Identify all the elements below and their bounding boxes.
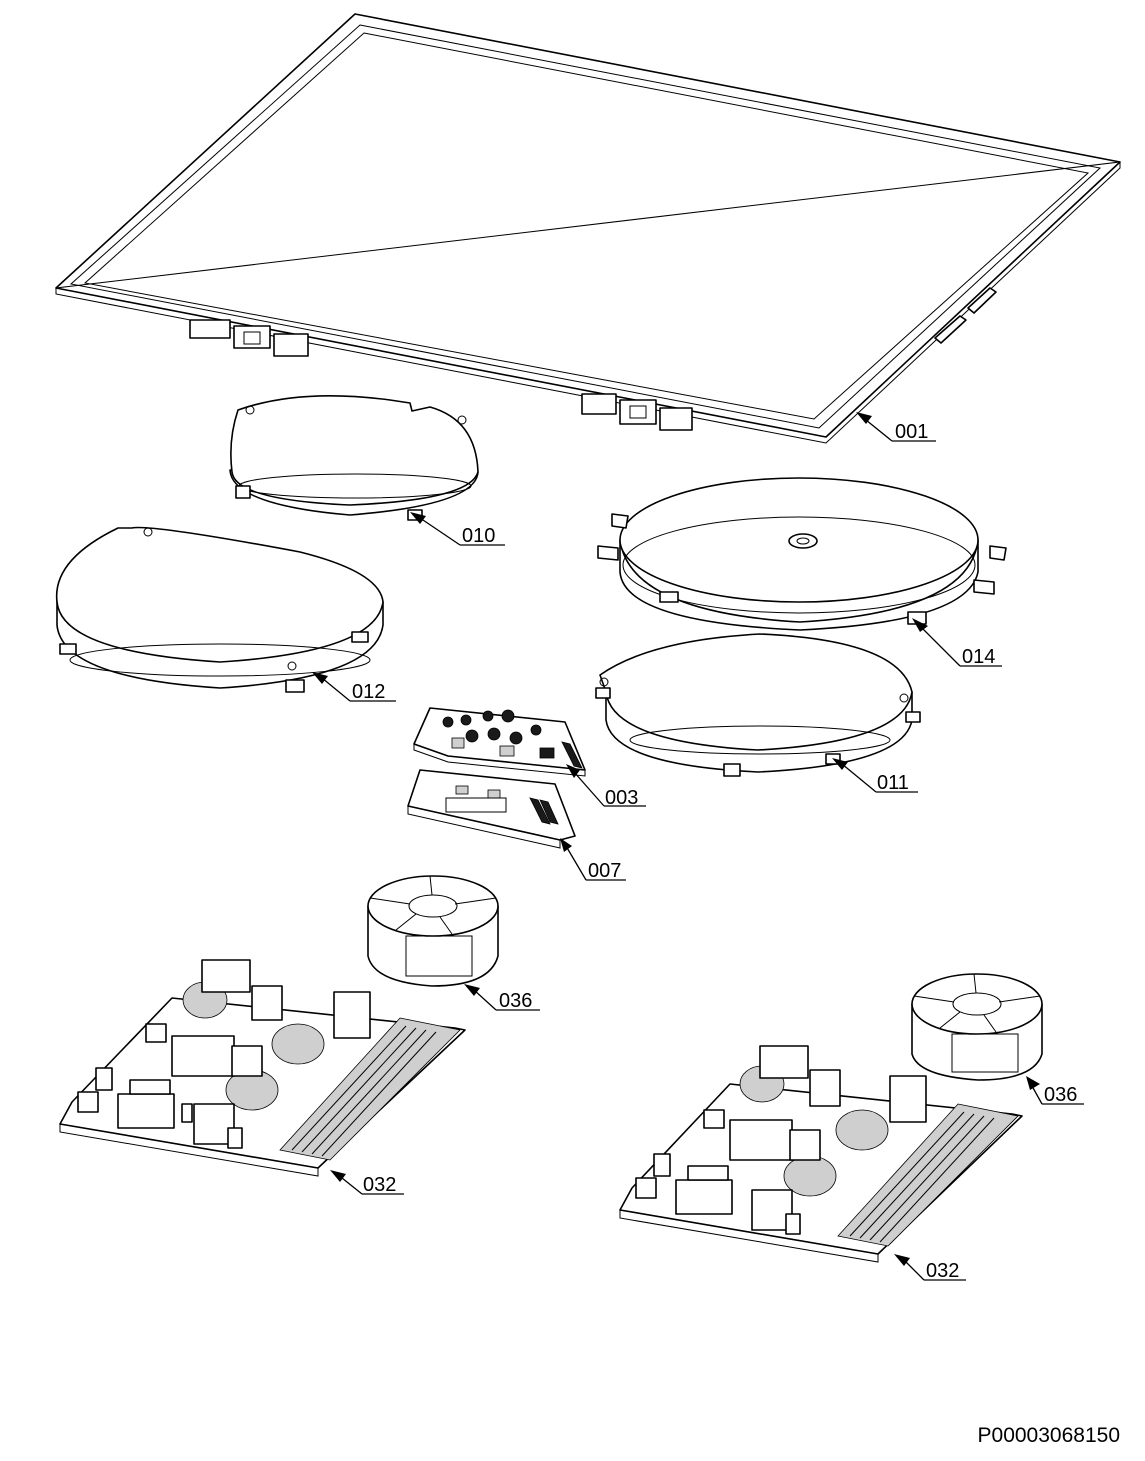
callout-label: 007 <box>588 860 621 882</box>
callout-label: 032 <box>926 1260 959 1282</box>
control-board <box>413 707 586 777</box>
callout-001: 001 <box>856 412 936 443</box>
glass-ceramic-top <box>55 13 1121 444</box>
cooling-fan-right <box>911 973 1043 1081</box>
callout-010: 010 <box>410 512 505 547</box>
callout-label: 036 <box>499 990 532 1012</box>
reference-code: P00003068150 <box>978 1424 1120 1447</box>
callout-003: 003 <box>566 764 646 809</box>
cooling-fan-left <box>367 875 499 987</box>
callout-032-right: 032 <box>894 1254 966 1282</box>
callout-label: 003 <box>605 787 638 809</box>
callout-label: 012 <box>352 681 385 703</box>
callout-label: 001 <box>895 421 928 443</box>
callout-label: 032 <box>363 1174 396 1196</box>
power-board-left <box>59 959 466 1177</box>
callout-label: 014 <box>962 646 995 668</box>
induction-coil-small <box>229 394 479 521</box>
callout-014: 014 <box>912 618 1002 668</box>
callout-011: 011 <box>832 758 918 794</box>
control-board-bracket <box>407 769 576 849</box>
callout-label: 011 <box>877 772 909 794</box>
callout-036-right: 036 <box>1026 1076 1084 1106</box>
callout-036-left: 036 <box>464 984 540 1012</box>
callout-label: 036 <box>1044 1084 1077 1106</box>
power-board-right <box>619 1045 1023 1263</box>
induction-coil-medium <box>595 633 921 777</box>
callout-007: 007 <box>560 838 626 882</box>
callout-032-left: 032 <box>330 1170 404 1196</box>
callout-label: 010 <box>462 525 495 547</box>
induction-coil-oval <box>597 477 1007 631</box>
induction-coil-large <box>55 526 384 693</box>
callout-012: 012 <box>312 672 396 703</box>
